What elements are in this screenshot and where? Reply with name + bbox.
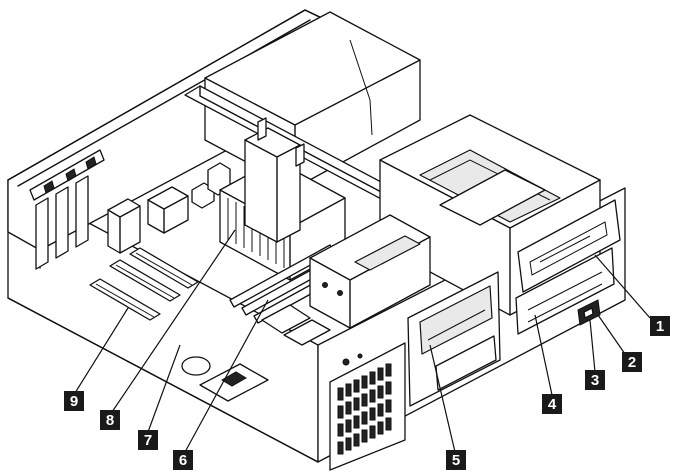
heat-sink (219, 117, 346, 281)
leader-lines (74, 229, 651, 453)
front-connector (577, 299, 601, 326)
system-board-components (107, 162, 269, 402)
callout-2: 2 (622, 352, 642, 372)
callout-9: 9 (64, 391, 84, 411)
callout-7-label: 7 (144, 432, 152, 449)
callout-6-label: 6 (179, 452, 187, 469)
drive-bay-1 (517, 199, 621, 293)
front-grille (329, 342, 406, 471)
expansion-slot-covers (29, 149, 105, 270)
callout-8: 8 (100, 410, 120, 430)
callout-7: 7 (138, 430, 158, 450)
callout-9-label: 9 (70, 393, 78, 410)
callout-5: 5 (446, 450, 466, 470)
drive-bay-4 (515, 247, 615, 335)
callout-6: 6 (173, 450, 193, 470)
callout-3: 3 (585, 370, 605, 390)
callout-8-label: 8 (106, 412, 114, 429)
callout-1-label: 1 (656, 318, 664, 335)
callout-4: 4 (542, 394, 562, 414)
callout-4-label: 4 (548, 396, 557, 413)
lower-drive-bay (407, 271, 501, 407)
adapter-bracket (309, 214, 431, 329)
callout-5-label: 5 (452, 452, 460, 469)
expansion-slots (89, 247, 199, 321)
callout-2-label: 2 (628, 354, 636, 371)
callout-1: 1 (650, 316, 670, 336)
callout-3-label: 3 (591, 372, 599, 389)
